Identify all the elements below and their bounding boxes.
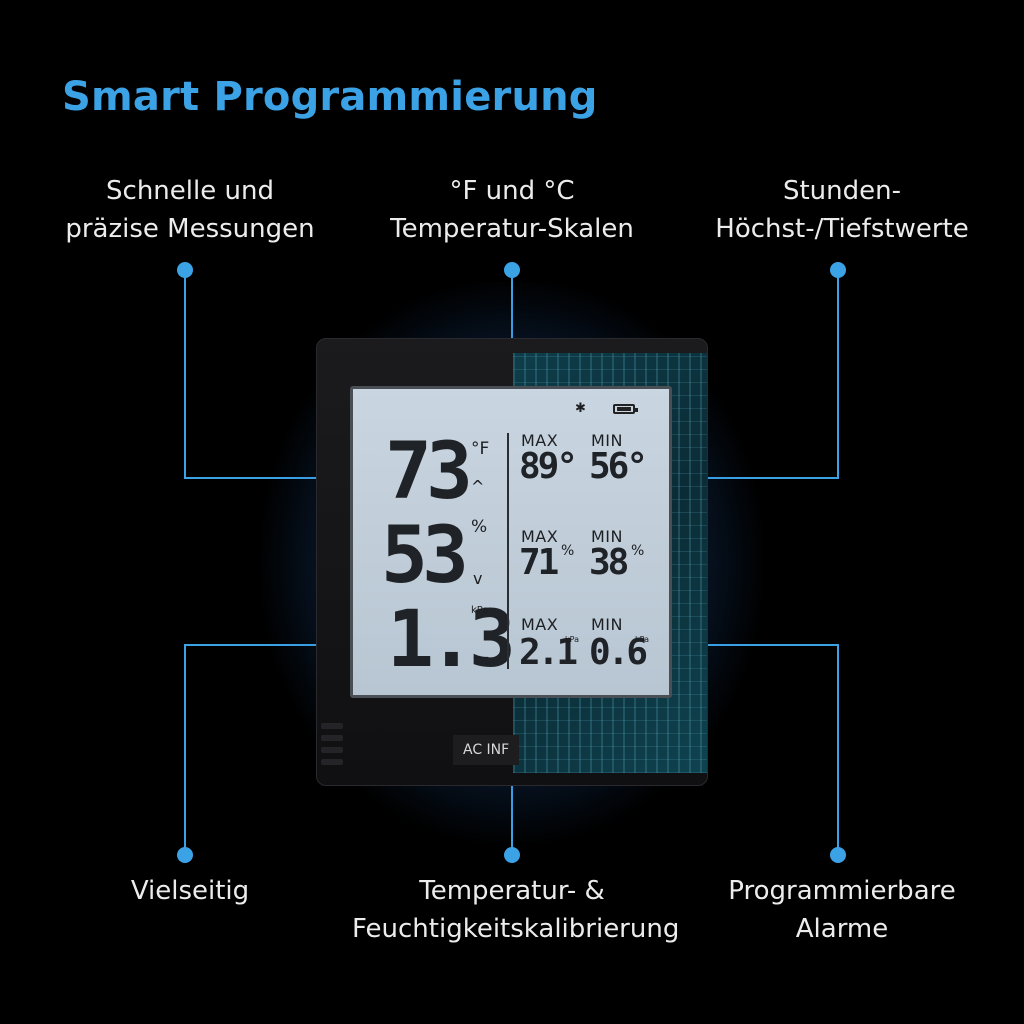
humidity-max-value: 71 xyxy=(519,542,559,583)
lcd-screen: ✱ 73 °F ^ 53 % v 1.3 kPa — MAX 89° MIN 5… xyxy=(350,386,672,698)
feature-text-line: Schnelle und xyxy=(106,176,274,206)
feature-programmable-alarms: Programmierbare Alarme xyxy=(682,872,1002,948)
vpd-unit: kPa xyxy=(471,605,489,616)
vpd-max-label: MAX xyxy=(521,615,559,634)
vpd-min-unit: kPa xyxy=(635,635,649,644)
feature-text-line: Feuchtigkeitskalibrierung xyxy=(352,914,680,944)
vpd-max-value: 2.1 xyxy=(519,632,578,673)
brand-label: AC INF xyxy=(453,735,519,765)
feature-text-line: Höchst-/Tiefstwerte xyxy=(715,214,969,244)
humidity-min-value: 38 xyxy=(589,542,629,583)
feature-fast-measurements: Schnelle und präzise Messungen xyxy=(30,172,350,248)
humidity-min-unit: % xyxy=(631,543,645,559)
vent-slot xyxy=(321,747,343,753)
dot-top-right xyxy=(830,262,846,278)
feature-text-line: °F und °C xyxy=(449,176,575,206)
temp-max-label: MAX xyxy=(521,431,559,450)
bluetooth-icon: ✱ xyxy=(575,401,586,416)
humidity-min-label: MIN xyxy=(591,527,623,546)
feature-text-line: Stunden- xyxy=(782,176,901,206)
feature-versatile: Vielseitig xyxy=(30,872,350,910)
page-title: Smart Programmierung xyxy=(62,74,598,120)
feature-text-line: präzise Messungen xyxy=(65,214,315,244)
dot-top-left xyxy=(177,262,193,278)
vpd-min-value: 0.6 xyxy=(589,632,648,673)
feature-text-line: Vielseitig xyxy=(130,876,250,906)
feature-text-line: Temperatur-Skalen xyxy=(390,214,634,244)
vent-slot xyxy=(321,723,343,729)
vpd-max-unit: kPa xyxy=(565,635,579,644)
temp-max-value: 89° xyxy=(519,446,578,487)
temp-min-label: MIN xyxy=(591,431,623,450)
vpd-value: 1.3 xyxy=(387,595,516,685)
feature-text-line: Programmierbare xyxy=(728,876,956,906)
lcd-divider xyxy=(507,433,509,669)
humidity-value: 53 xyxy=(381,511,469,601)
trend-up-icon: ^ xyxy=(471,477,485,496)
humidity-unit: % xyxy=(471,517,488,537)
humidity-max-unit: % xyxy=(561,543,575,559)
dot-top-center xyxy=(504,262,520,278)
temperature-unit: °F xyxy=(471,439,490,459)
trend-flat-icon: — xyxy=(473,647,489,666)
feature-hourly-highs-lows: Stunden- Höchst-/Tiefstwerte xyxy=(682,172,1002,248)
vent-slot xyxy=(321,735,343,741)
feature-text-line: Alarme xyxy=(795,914,889,944)
humidity-max-label: MAX xyxy=(521,527,559,546)
battery-icon xyxy=(613,404,638,414)
dot-bottom-right xyxy=(830,847,846,863)
feature-temperature-scales: °F und °C Temperatur-Skalen xyxy=(352,172,672,248)
feature-calibration: Temperatur- & Feuchtigkeitskalibrierung xyxy=(352,872,680,948)
dot-bottom-center xyxy=(504,847,520,863)
trend-down-icon: v xyxy=(473,569,483,588)
temp-min-value: 56° xyxy=(589,446,648,487)
dot-bottom-left xyxy=(177,847,193,863)
feature-text-line: Temperatur- & xyxy=(419,876,605,906)
vent-slot xyxy=(321,759,343,765)
temperature-value: 73 xyxy=(385,427,473,517)
vpd-min-label: MIN xyxy=(591,615,623,634)
